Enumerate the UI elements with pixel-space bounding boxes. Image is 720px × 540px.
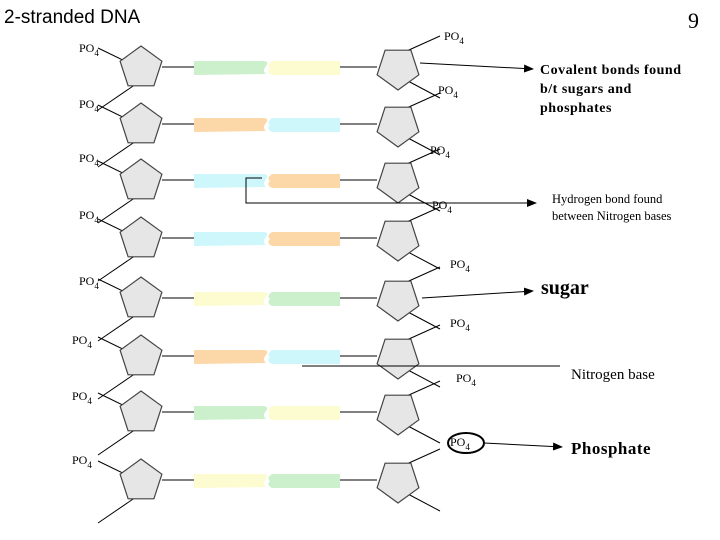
right-backbone-segment	[405, 310, 441, 330]
left-phosphate-label: PO4	[79, 97, 99, 114]
right-nitrogen-base	[268, 350, 340, 364]
right-sugar-pentagon	[376, 462, 420, 504]
left-backbone-segment	[97, 138, 140, 168]
left-nitrogen-base	[194, 292, 268, 306]
left-sugar-pentagon	[119, 45, 163, 87]
right-phosphate-label: PO4	[432, 198, 452, 215]
left-nitrogen-base	[194, 174, 268, 188]
annotation-labels: Covalent bonds found b/t sugars and phos…	[540, 63, 682, 458]
right-phosphate-label: PO4	[438, 83, 458, 100]
left-nitrogen-base	[194, 61, 268, 75]
base-pair-row	[119, 458, 420, 504]
left-nitrogen-base	[194, 350, 268, 364]
slide-title: 2-stranded DNA	[4, 7, 141, 28]
page-number: 9	[688, 8, 699, 33]
left-sugar-pentagon	[119, 158, 163, 200]
covalent-bond-label-line-3: phosphates	[540, 101, 612, 116]
right-backbone-segment	[405, 192, 441, 212]
right-phosphate-label: PO4	[450, 257, 470, 274]
left-phosphate-label: PO4	[72, 389, 92, 406]
covalent-bond-label-line-2: b/t sugars and	[540, 82, 632, 97]
covalent-bond-arrow	[419, 62, 534, 73]
right-nitrogen-base	[268, 406, 340, 420]
sugar-label: sugar	[541, 277, 589, 299]
right-nitrogen-base	[268, 118, 340, 132]
phosphate-label: Phosphate	[571, 439, 651, 458]
left-backbone-segment	[97, 494, 140, 524]
left-phosphate-label: PO4	[79, 41, 99, 58]
left-sugar-pentagon	[119, 334, 163, 376]
left-nitrogen-base	[194, 474, 268, 488]
right-sugar-pentagon	[376, 280, 420, 322]
left-backbone-segment	[97, 252, 140, 282]
left-nitrogen-base	[194, 232, 268, 246]
left-sugar-pentagon	[119, 390, 163, 432]
base-pair-row	[119, 334, 420, 380]
base-pair-row	[119, 45, 420, 91]
hydrogen-bond-label-line-1: Hydrogen bond found	[552, 192, 663, 206]
left-nitrogen-base	[194, 406, 268, 420]
left-phosphate-label: PO4	[79, 208, 99, 225]
right-backbone-segment	[405, 79, 441, 99]
left-backbone-segment	[97, 312, 140, 342]
right-nitrogen-base	[268, 61, 340, 75]
right-nitrogen-base	[268, 232, 340, 246]
hydrogen-bond-label-line-2: between Nitrogen bases	[552, 209, 672, 223]
left-backbone-segment	[97, 194, 140, 224]
left-sugar-pentagon	[119, 276, 163, 318]
base-pair-row	[119, 158, 420, 204]
right-phosphate-label: PO4	[444, 29, 464, 46]
right-phosphate-label: PO4	[450, 316, 470, 333]
base-pair-row	[119, 216, 420, 262]
right-sugar-pentagon	[376, 106, 420, 148]
right-nitrogen-base	[268, 174, 340, 188]
left-phosphate-label: PO4	[72, 453, 92, 470]
right-phosphate-label: PO4	[456, 371, 476, 388]
left-phosphate-label: PO4	[79, 151, 99, 168]
left-phosphate-label: PO4	[72, 333, 92, 350]
annotation-pointers	[245, 62, 563, 454]
left-backbone-segment	[97, 426, 140, 456]
right-sugar-pentagon	[376, 49, 420, 91]
right-nitrogen-base	[268, 292, 340, 306]
right-backbone-segment	[405, 250, 441, 270]
left-backbone-segment	[97, 81, 140, 111]
right-nitrogen-base	[268, 474, 340, 488]
left-backbone-segment	[97, 370, 140, 400]
right-phosphate-label: PO4	[450, 435, 470, 452]
right-phosphate-label: PO4	[430, 143, 450, 160]
hydrogen-bond-arrow	[245, 177, 537, 207]
base-pair-row	[119, 102, 420, 148]
base-pair-row	[119, 276, 420, 322]
nitrogen-base-label: Nitrogen base	[571, 367, 655, 383]
right-backbone-segment	[405, 492, 441, 512]
left-sugar-pentagon	[119, 458, 163, 500]
left-phosphate-label: PO4	[79, 274, 99, 291]
right-sugar-pentagon	[376, 220, 420, 262]
phosphate-arrow	[483, 442, 563, 451]
covalent-bond-label-line-1: Covalent bonds found	[540, 63, 682, 78]
left-sugar-pentagon	[119, 102, 163, 144]
base-pair-row	[119, 390, 420, 436]
right-backbone-segment	[405, 424, 441, 444]
left-sugar-pentagon	[119, 216, 163, 258]
base-pair-rows	[119, 45, 420, 504]
left-nitrogen-base	[194, 118, 268, 132]
right-sugar-pentagon	[376, 162, 420, 204]
right-sugar-pentagon	[376, 394, 420, 436]
sugar-arrow	[421, 287, 534, 299]
right-backbone-segment	[405, 368, 441, 388]
